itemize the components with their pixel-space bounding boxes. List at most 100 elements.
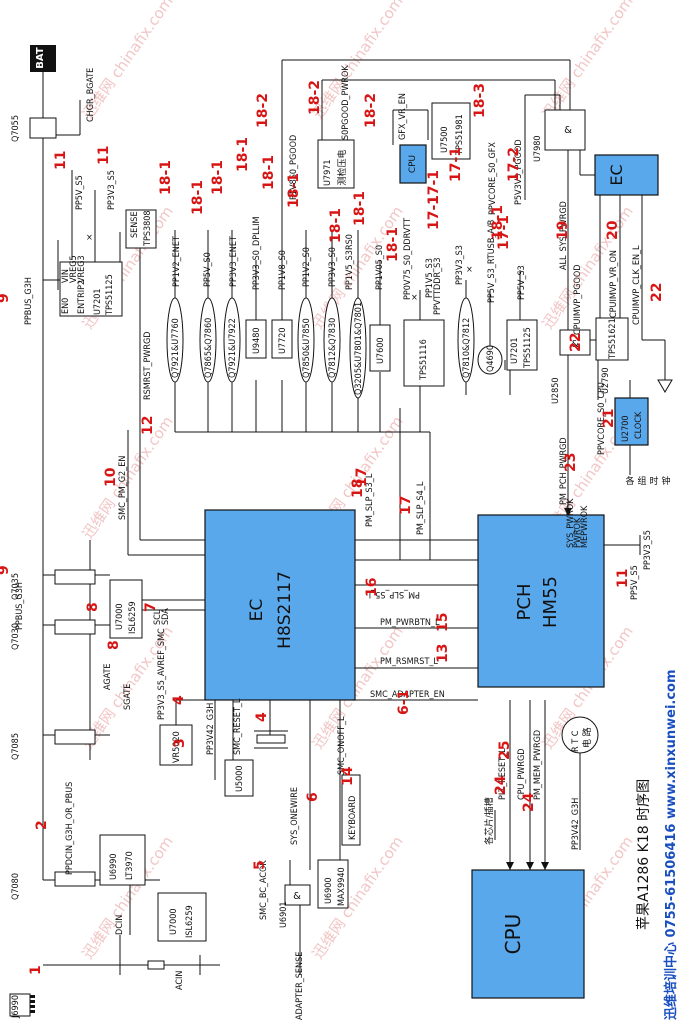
svg-text:检: 检 — [336, 167, 348, 176]
svg-text:Q7921&U7922: Q7921&U7922 — [228, 318, 238, 378]
svg-text:PM_MEM_PWRGD: PM_MEM_PWRGD — [533, 730, 543, 800]
svg-text:TPS51125: TPS51125 — [105, 274, 115, 316]
step-number: 18-1 — [286, 173, 302, 208]
step-number: 11 — [96, 146, 112, 165]
u5000-label: U5000 — [235, 765, 245, 792]
svg-text:S0PGOOD_PWROK: S0PGOOD_PWROK — [341, 65, 351, 140]
tps3808-sense: SENSE — [130, 211, 140, 238]
step-number: 24 — [521, 792, 537, 812]
step-number: 6-1 — [396, 690, 412, 715]
svg-text:PP1V2_S0: PP1V2_S0 — [302, 247, 312, 287]
step-number: 10 — [103, 467, 119, 487]
fet-icons — [29, 117, 96, 887]
svg-text:Q3205&U7801&Q7801: Q3205&U7801&Q7801 — [354, 302, 364, 395]
svg-text:SMC_ONOFF_L: SMC_ONOFF_L — [337, 716, 347, 775]
svg-text:J6990: J6990 — [11, 995, 21, 1019]
step-number: 17-1 — [496, 215, 512, 250]
ec-small-label: EC — [607, 164, 626, 185]
step-number: 18-1 — [235, 137, 251, 172]
svg-text:PP3V3_S5_AVREF_SMC: PP3V3_S5_AVREF_SMC — [157, 628, 167, 720]
step-number: 11 — [615, 569, 631, 588]
step-number: 1 — [28, 965, 44, 975]
tps3808-label: TPS3808 — [143, 210, 153, 247]
svg-text:SMC_PM_G2_EN: SMC_PM_G2_EN — [118, 456, 128, 520]
step-number: 4 — [254, 712, 270, 722]
svg-text:PP3V3_S5: PP3V3_S5 — [643, 530, 653, 570]
q4690-label: Q4690 — [486, 345, 496, 372]
step-number: 17-1 — [426, 195, 442, 230]
ec-main-part: H8S2117 — [275, 571, 295, 649]
watermark-text: 迅维网 chinafix.com — [309, 0, 407, 122]
step-number: 18-1 — [490, 205, 506, 240]
step-number: 9 — [0, 293, 12, 303]
svg-text:SYS_ONEWIRE: SYS_ONEWIRE — [290, 787, 300, 845]
u7980-and-label: & — [564, 125, 572, 136]
keyboard-block — [341, 774, 361, 846]
pch-main-name: PCH — [514, 584, 535, 621]
svg-text:U7980: U7980 — [533, 135, 543, 162]
step-number: 8 — [85, 602, 101, 612]
svg-text:PP3V42_G3H: PP3V42_G3H — [206, 703, 216, 755]
fet-switches: Q7921&U7760 Q7865&Q7860 Q7921&U7922 Q785… — [166, 297, 475, 399]
u7000-bottom-ref: U7000 — [169, 908, 179, 935]
tps3808-block — [125, 209, 157, 249]
svg-text:RSMRST_PWRGD: RSMRST_PWRGD — [143, 331, 153, 400]
u7201-top-block — [59, 261, 123, 317]
svg-text:U2790: U2790 — [601, 367, 611, 394]
svg-text:CPU_PWRGD: CPU_PWRGD — [517, 748, 527, 800]
clock-destinations: 各 组 时 钟 — [625, 475, 670, 487]
vr5020-block — [159, 724, 193, 766]
u9480-block — [245, 319, 267, 359]
svg-text:P1V8S0_PGOOD: P1V8S0_PGOOD — [289, 135, 299, 200]
svg-text:SCL: SCL — [153, 609, 163, 625]
svg-text:钟: 钟 — [661, 475, 670, 487]
u6990-ref: U6990 — [109, 853, 119, 880]
svg-text:PP5V_S3: PP5V_S3 — [517, 265, 527, 300]
step-number: 17 — [398, 496, 414, 515]
svg-text:U7201: U7201 — [93, 288, 103, 315]
tps51116-block — [403, 319, 445, 387]
svg-text:PPDCIN_G3H_OR_PBUS: PPDCIN_G3H_OR_PBUS — [65, 782, 75, 875]
u7000-bottom-part: ISL6259 — [185, 905, 195, 938]
resistor-icon — [147, 960, 165, 970]
svg-text:PP3V3_S0_DPLLIM: PP3V3_S0_DPLLIM — [252, 216, 262, 290]
step-number: 4 — [171, 695, 187, 705]
svg-text:×: × — [466, 265, 473, 275]
u7720-label: U7720 — [278, 327, 288, 354]
u2850-and-label: & — [571, 339, 579, 350]
svg-text:AGATE: AGATE — [103, 663, 113, 690]
refdes-labels: Q7055 Q7035 Q7030 Q7085 Q7080 J6990 U690… — [11, 115, 611, 1019]
svg-text:VIN: VIN — [61, 269, 71, 283]
j6990-pins — [30, 995, 35, 1013]
cpu-small-block — [399, 144, 427, 184]
svg-text:时: 时 — [649, 475, 658, 487]
svg-text:测: 测 — [337, 176, 348, 185]
svg-text:CHGR_BGATE: CHGR_BGATE — [86, 68, 96, 122]
step-number: 11 — [53, 151, 69, 170]
svg-text:U6901: U6901 — [279, 901, 289, 928]
tps51621-block — [595, 317, 629, 361]
svg-text:PP1V8_S0: PP1V8_S0 — [278, 250, 288, 290]
svg-text:EN0: EN0 — [61, 298, 71, 314]
svg-text:SYS_PWROK: SYS_PWROK — [566, 498, 576, 548]
u7500-part: TPS51981 — [455, 114, 465, 156]
u2700-part: CLOCK — [634, 411, 644, 439]
q4690-block — [477, 345, 503, 375]
pch-main-part: HM55 — [540, 576, 561, 628]
step-number: 18-1 — [210, 160, 226, 195]
step-number: 5 — [252, 860, 268, 870]
svg-text:P5V3V3_PGOOD: P5V3V3_PGOOD — [514, 139, 524, 205]
step-number: 16 — [364, 578, 380, 597]
svg-text:Q7810&Q7812: Q7810&Q7812 — [462, 318, 472, 378]
u6990-part: LT3970 — [125, 851, 135, 880]
u7500-ref: U7500 — [440, 126, 450, 153]
u6900-part: MAX9940 — [337, 867, 347, 906]
svg-text:PM_SLP_S4_L: PM_SLP_S4_L — [416, 481, 426, 535]
step-number: 18-1 — [328, 208, 344, 243]
u7201-mid-part: TPS51125 — [523, 327, 533, 369]
step-number: 18 — [350, 479, 366, 498]
svg-text:CPUIMVP_VR_ON: CPUIMVP_VR_ON — [609, 250, 619, 318]
svg-text:PLT_RESET_L: PLT_RESET_L — [498, 748, 508, 800]
svg-text:PP3V3_S5: PP3V3_S5 — [107, 170, 117, 210]
step-number: 18-1 — [261, 155, 277, 190]
